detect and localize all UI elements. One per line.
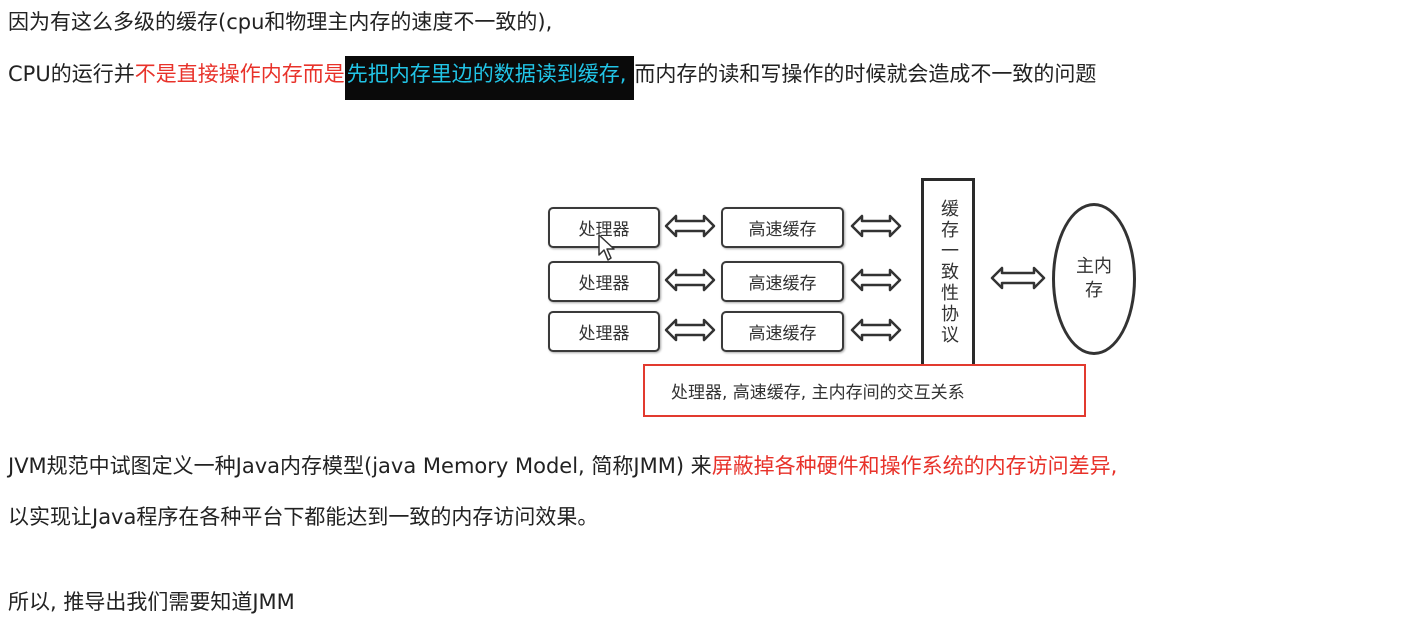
double-arrow-icon [850, 268, 902, 292]
mouse-cursor-icon [598, 234, 615, 261]
text-cache-levels: 因为有这么多级的缓存(cpu和物理主内存的速度不一致的), [8, 10, 553, 34]
text-inconsistency: 而内存的读和写操作的时候就会造成不一致的问题 [634, 62, 1097, 86]
main-memory-label: 主内存 [1076, 256, 1112, 301]
cache-coherence-protocol-box: 缓存一致性协议 [921, 178, 975, 367]
text-conclusion-jmm: 所以, 推导出我们需要知道JMM [8, 590, 295, 614]
cache-box-2: 高速缓存 [721, 261, 844, 302]
text-line-5: 所以, 推导出我们需要知道JMM [8, 588, 295, 616]
cache-label: 高速缓存 [748, 324, 817, 344]
text-red-not-direct: 不是直接操作内存而是 [134, 62, 345, 86]
double-arrow-icon [850, 318, 902, 342]
processor-label: 处理器 [578, 324, 630, 344]
processor-box-3: 处理器 [548, 311, 660, 352]
double-arrow-icon [990, 266, 1046, 290]
double-arrow-icon [664, 268, 716, 292]
text-line-1: 因为有这么多级的缓存(cpu和物理主内存的速度不一致的), [8, 8, 552, 36]
text-line-4: 以实现让Java程序在各种平台下都能达到一致的内存访问效果。 [8, 503, 598, 531]
processor-label: 处理器 [578, 274, 630, 294]
diagram-caption-box: 处理器, 高速缓存, 主内存间的交互关系 [643, 364, 1086, 417]
processor-box-2: 处理器 [548, 261, 660, 302]
diagram-caption: 处理器, 高速缓存, 主内存间的交互关系 [671, 383, 965, 403]
double-arrow-icon [850, 214, 902, 238]
cache-box-3: 高速缓存 [721, 311, 844, 352]
text-line-3: JVM规范中试图定义一种Java内存模型(java Memory Model, … [8, 452, 1117, 480]
double-arrow-icon [664, 214, 716, 238]
text-jvm-spec: JVM规范中试图定义一种Java内存模型(java Memory Model, … [8, 454, 712, 478]
cache-label: 高速缓存 [748, 220, 817, 240]
main-memory-ellipse: 主内存 [1052, 203, 1136, 355]
text-red-shield-differences: 屏蔽掉各种硬件和操作系统的内存访问差异, [711, 454, 1118, 478]
cache-label: 高速缓存 [748, 274, 817, 294]
cache-box-1: 高速缓存 [721, 207, 844, 248]
text-line-2: CPU的运行并不是直接操作内存而是先把内存里边的数据读到缓存,而内存的读和写操作… [8, 56, 1097, 100]
double-arrow-icon [664, 318, 716, 342]
processor-label: 处理器 [578, 220, 630, 240]
text-java-platforms: 以实现让Java程序在各种平台下都能达到一致的内存访问效果。 [8, 505, 599, 529]
text-highlighted-selection[interactable]: 先把内存里边的数据读到缓存, [344, 56, 635, 100]
text-cpu-run: CPU的运行并 [8, 62, 135, 86]
cache-coherence-label: 缓存一致性协议 [938, 199, 959, 346]
